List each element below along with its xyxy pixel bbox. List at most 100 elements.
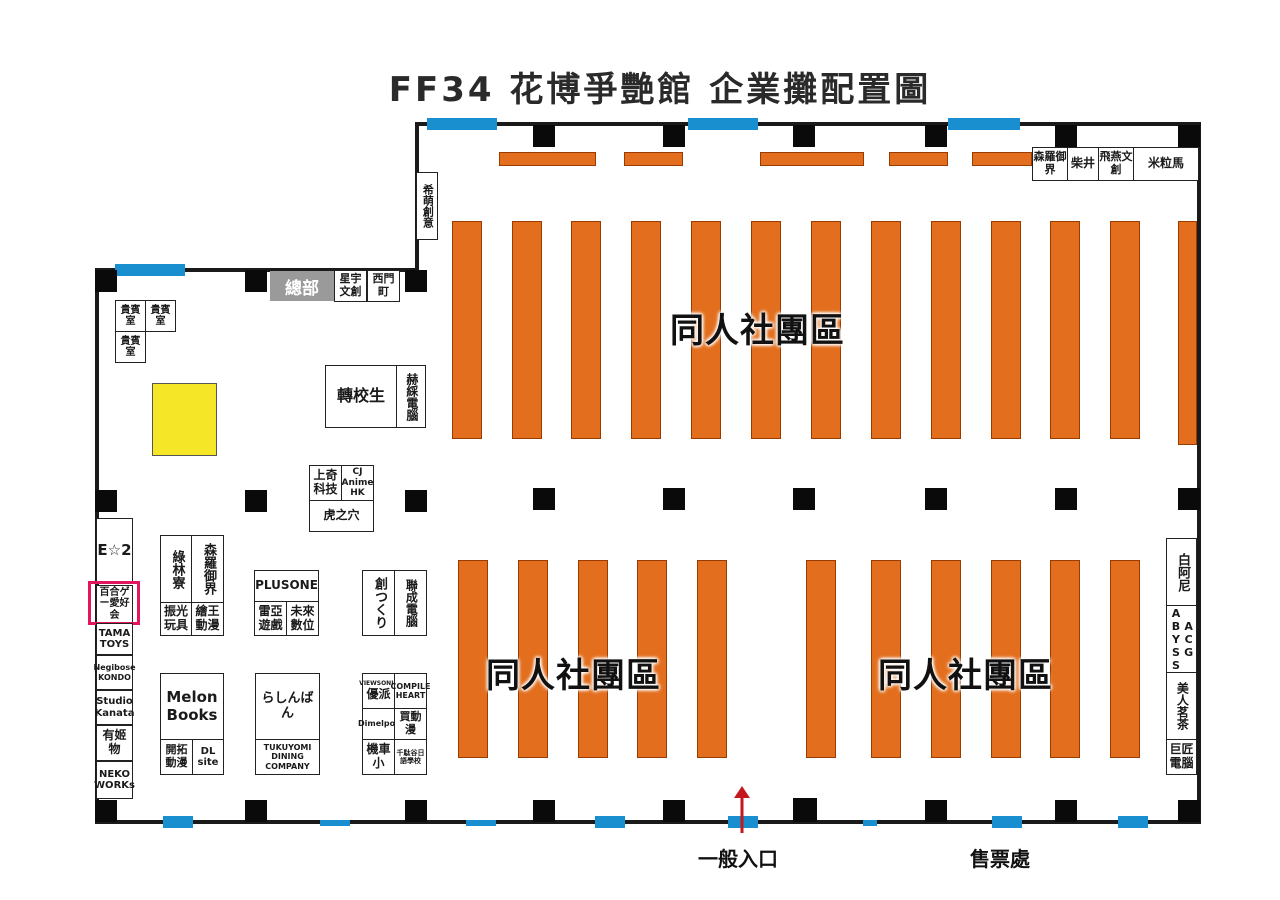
booth-e2[interactable]: E☆2 [96, 518, 133, 584]
booth-row [1110, 560, 1140, 758]
booth-plusone[interactable]: PLUSONE [254, 570, 319, 602]
booth-acg: ACG [1182, 619, 1196, 659]
booth-abyss-acg[interactable]: ABYSS ACG [1166, 605, 1197, 673]
zone-label-bottom-left: 同人社團區 [486, 656, 661, 696]
booth-row [991, 560, 1021, 758]
pillar [95, 490, 117, 512]
door [595, 816, 625, 828]
door [115, 264, 185, 276]
pillar [1055, 800, 1077, 822]
booth-shangqi[interactable]: 上奇科技 [309, 465, 342, 501]
booth-milima[interactable]: 米粒馬 [1133, 147, 1199, 181]
booth-huiwang[interactable]: 繪王動漫 [191, 602, 224, 636]
booth-row [691, 221, 721, 439]
booth-neko[interactable]: NEKO WORKs [94, 761, 135, 799]
pillar [925, 125, 947, 147]
booth-row [452, 221, 482, 439]
booth-row [571, 221, 601, 439]
ticket-office-label: 售票處 [970, 847, 1030, 871]
booth-xishoumeng[interactable]: 希萌創意 [416, 172, 438, 240]
booth-senluo-top[interactable]: 森羅御界 [1032, 147, 1068, 181]
vip-room: 貴賓室 [115, 331, 146, 363]
booth-row [631, 221, 661, 439]
pillar [245, 270, 267, 292]
booth-tama[interactable]: TAMA TOYS [96, 623, 133, 655]
booth-strip [499, 152, 596, 166]
door [863, 820, 877, 826]
pillar [533, 125, 555, 147]
booth-youji[interactable]: 有姬物 [96, 725, 133, 761]
door [948, 118, 1020, 130]
booth-dlsite[interactable]: DL site [192, 739, 224, 775]
booth-weilai[interactable]: 未來數位 [286, 601, 319, 636]
pillar [405, 270, 427, 292]
pillar [793, 488, 815, 510]
booth-strip [889, 152, 948, 166]
booth-viewsonic[interactable]: VIEWSONIC 優派 [359, 673, 398, 709]
pillar [1178, 488, 1200, 510]
booth-baiani[interactable]: 白阿尼 [1166, 538, 1197, 606]
pillar [793, 798, 817, 822]
booth-lulinliao[interactable]: 綠林寮 [160, 535, 192, 603]
booth-row [931, 221, 961, 439]
yellow-area [152, 383, 217, 456]
booth-senluo[interactable]: 森羅御界 [191, 535, 224, 603]
booth-zhuanxiaosheng[interactable]: 轉校生 [325, 365, 397, 428]
booth-qianduogu[interactable]: 千駄谷日語學校 [394, 739, 427, 775]
booth-negibose[interactable]: Negibose KONDO [94, 655, 136, 690]
map-title: FF34 花博爭艷館 企業攤配置圖 [388, 70, 932, 110]
pillar [663, 800, 685, 822]
booth-meirencha[interactable]: 美人茗茶 [1166, 672, 1197, 740]
booth-hecai[interactable]: 赫綵電腦 [396, 365, 426, 428]
booth-rashin[interactable]: らしんばん [255, 673, 320, 740]
pillar [925, 488, 947, 510]
booth-row [458, 560, 488, 758]
booth-row [1178, 221, 1197, 445]
pillar [405, 490, 427, 512]
pillar [245, 800, 267, 822]
booth-row [518, 560, 548, 758]
booth-dimelpot[interactable]: Dimelpot [358, 708, 399, 740]
booth-cjanime[interactable]: CJ Anime HK [341, 465, 374, 501]
booth-viewsonic-latin: VIEWSONIC [359, 679, 398, 687]
booth-kaituo[interactable]: 開拓動漫 [160, 739, 193, 775]
booth-abyss: ABYSS [1169, 606, 1183, 672]
booth-row [871, 560, 901, 758]
booth-chaijing[interactable]: 柴井 [1067, 147, 1099, 181]
door [688, 118, 758, 130]
pillar [245, 490, 267, 512]
booth-huzhixue[interactable]: 虎之穴 [309, 500, 374, 532]
booth-row [751, 221, 781, 439]
entrance-arrow-icon [734, 786, 750, 833]
booth-viewsonic-cjk: 優派 [366, 686, 391, 701]
booth-row [991, 221, 1021, 439]
booth-studio[interactable]: Studio Kanata [95, 690, 134, 725]
booth-strip [760, 152, 864, 166]
pillar [533, 800, 555, 822]
booth-liancheng[interactable]: 聯成電腦 [394, 570, 427, 636]
wall-top-right [415, 122, 1200, 126]
booth-compile[interactable]: COMPILE HEART [390, 673, 431, 709]
booth-ximenting[interactable]: 西門町 [367, 270, 400, 302]
booth-tukuyomi[interactable]: TUKUYOMI DINING COMPANY [255, 739, 320, 775]
booth-leiya[interactable]: 雷亞遊戲 [254, 601, 287, 636]
booth-zhenguang[interactable]: 振光玩具 [160, 602, 192, 636]
booth-melon[interactable]: Melon Books [160, 673, 224, 740]
pillar [405, 800, 427, 822]
booth-jichexiao[interactable]: 機車小 [362, 739, 395, 775]
booth-jujiang[interactable]: 巨匠電腦 [1166, 739, 1197, 775]
booth-maidongman[interactable]: 買動漫 [394, 708, 427, 740]
door [163, 816, 193, 828]
booth-yuri[interactable]: 百合ゲー愛好会 [96, 585, 133, 623]
booth-xingyu[interactable]: 星宇文創 [334, 270, 367, 302]
zone-label-bottom-right: 同人社團區 [878, 656, 1053, 696]
pillar [1055, 125, 1077, 147]
vip-room: 貴賓室 [115, 300, 146, 332]
booth-row [512, 221, 542, 439]
pillar [663, 488, 685, 510]
booth-feiyan[interactable]: 飛燕文創 [1098, 147, 1134, 181]
booth-row [811, 221, 841, 439]
vip-room: 貴賓室 [145, 300, 176, 332]
booth-tsukuri[interactable]: 創つくり [362, 570, 395, 636]
pillar [793, 125, 815, 147]
